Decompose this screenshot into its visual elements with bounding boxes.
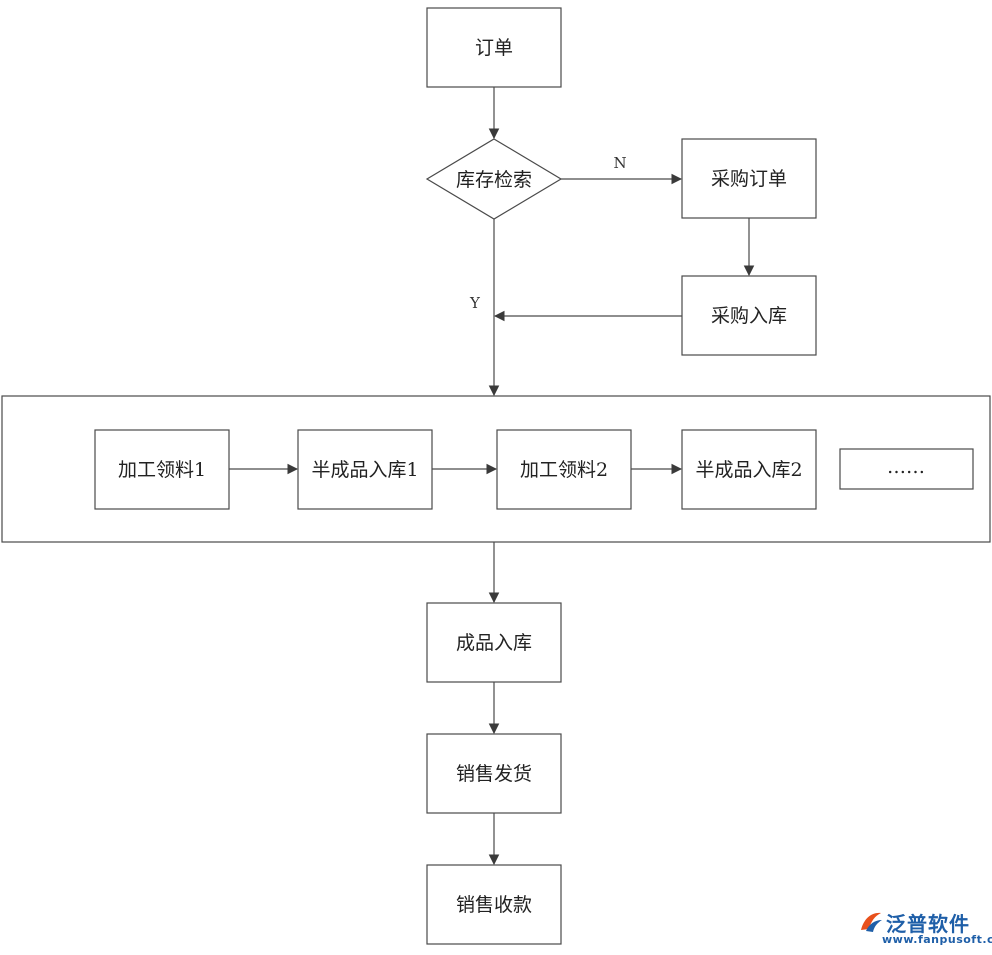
brand-logo-icon [861, 912, 882, 932]
node-sales-collection-label: 销售收款 [456, 894, 532, 916]
node-process-pick-2: 加工领料2 [496, 429, 632, 510]
node-purchase-stock-in: 采购入库 [681, 275, 817, 356]
node-order-label: 订单 [475, 37, 513, 59]
decision-inventory-check-label: 库存检索 [456, 169, 532, 191]
node-sales-delivery: 销售发货 [426, 733, 562, 814]
node-semi-stock-in-2: 半成品入库2 [681, 429, 817, 510]
node-purchase-order-label: 采购订单 [711, 168, 787, 190]
watermark-brand: 泛普软件 [886, 912, 970, 936]
node-sales-collection: 销售收款 [426, 864, 562, 945]
node-purchase-order: 采购订单 [681, 138, 817, 219]
node-process-pick-1: 加工领料1 [94, 429, 230, 510]
node-more: …… [839, 448, 974, 490]
branch-label-yes: Y [469, 294, 481, 312]
node-order: 订单 [426, 7, 562, 88]
node-finished-stock-in-label: 成品入库 [456, 632, 532, 654]
node-semi-stock-in-1-label: 半成品入库1 [311, 459, 418, 481]
node-semi-stock-in-2-label: 半成品入库2 [695, 459, 802, 481]
node-process-pick-2-label: 加工领料2 [520, 459, 608, 481]
node-more-label: …… [887, 456, 925, 478]
watermark: 泛普软件 www.fanpusoft.com [856, 906, 992, 952]
node-semi-stock-in-1: 半成品入库1 [297, 429, 433, 510]
node-sales-delivery-label: 销售发货 [456, 763, 532, 785]
decision-inventory-check: 库存检索 [425, 138, 563, 220]
watermark-url: www.fanpusoft.com [882, 933, 992, 946]
node-purchase-stock-in-label: 采购入库 [711, 305, 787, 327]
node-finished-stock-in: 成品入库 [426, 602, 562, 683]
node-process-pick-1-label: 加工领料1 [118, 459, 206, 481]
branch-label-no: N [613, 154, 626, 172]
